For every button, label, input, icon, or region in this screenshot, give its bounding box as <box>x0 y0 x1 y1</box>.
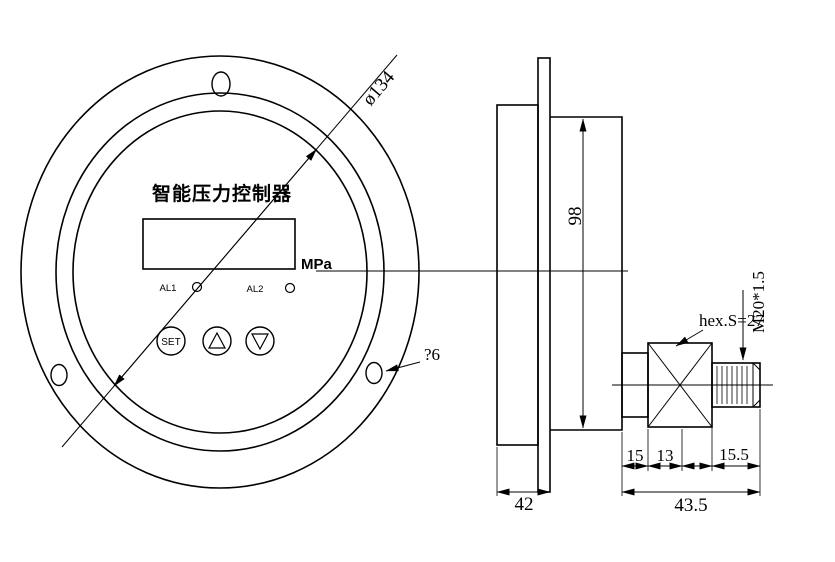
case-circle <box>55 92 385 452</box>
hole-diameter-dim: ?6 <box>424 345 440 364</box>
hole-leader-line <box>385 361 421 372</box>
alarm2-led <box>284 282 296 294</box>
lcd-display <box>142 218 296 270</box>
up-arrow-icon <box>208 331 226 349</box>
down-button <box>245 326 275 356</box>
thread-spec-label: M20*1.5 <box>749 271 768 333</box>
outer-flange-circle <box>20 55 420 489</box>
flange-diameter-dim: ø134 <box>358 67 399 110</box>
diameter-dim-line-2 <box>113 54 398 387</box>
case-front-profile <box>496 104 539 446</box>
thread-chamfer-top <box>752 362 761 371</box>
case-rear-profile <box>550 116 623 431</box>
device-title: 智能压力控制器 <box>152 182 292 205</box>
dim-thread: 15.5 <box>719 445 749 464</box>
bezel-circle <box>72 110 368 434</box>
unit-label: MPa <box>301 256 333 273</box>
front-view: 智能压力控制器 MPa AL1 AL2 SET <box>20 55 420 489</box>
set-button-label: SET <box>161 337 180 348</box>
mounting-hole-left <box>50 363 68 387</box>
up-button <box>202 326 232 356</box>
alarm1-label: AL1 <box>160 283 177 294</box>
dim-front-depth: 42 <box>515 494 534 515</box>
hex-size-label: hex.S=27 <box>699 311 764 330</box>
dim-connector-length: 43.5 <box>674 495 707 516</box>
panel-flange-profile <box>537 57 551 493</box>
alarm2-label: AL2 <box>247 284 264 295</box>
dim-neck: 15 <box>627 446 644 465</box>
side-view <box>496 57 761 493</box>
case-height-dim: 98 <box>565 207 586 226</box>
dim-nut: 13 <box>657 446 674 465</box>
thread-chamfer-bottom <box>752 399 761 408</box>
mounting-hole-top <box>211 71 231 97</box>
down-arrow-icon <box>251 333 269 351</box>
dimensions: ø134 ?6 98 hex.S=27 M20*1.5 15 13 15.5 <box>61 54 768 516</box>
alarm1-led <box>191 281 203 293</box>
set-button <box>156 326 186 356</box>
hex-leader-line <box>675 329 704 347</box>
mounting-hole-right <box>365 361 383 385</box>
